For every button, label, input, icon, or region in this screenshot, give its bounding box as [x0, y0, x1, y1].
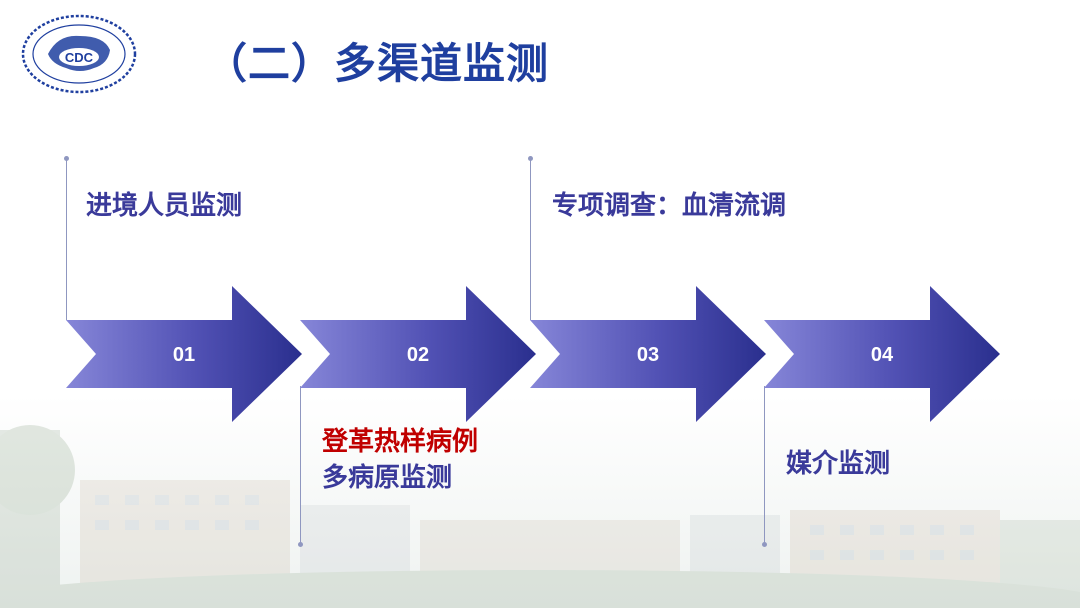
logo-text: CDC: [65, 50, 94, 65]
slide-title: （二）多渠道监测: [205, 39, 550, 88]
step-number-04: 04: [870, 344, 894, 366]
connector-dot-02: [298, 542, 303, 547]
step-arrow-01: [66, 286, 302, 422]
connector-dot-01: [64, 156, 69, 161]
step-arrow-03: [530, 286, 766, 422]
step-label-02-highlight: 登革热样病例: [322, 427, 479, 457]
step-label-02-second: 多病原监测: [322, 463, 453, 493]
step-arrow-02: [300, 286, 536, 422]
connector-dot-03: [528, 156, 533, 161]
step-number-02: 02: [406, 344, 430, 366]
step-label-01: 进境人员监测: [86, 191, 243, 221]
step-label-04: 媒介监测: [786, 449, 891, 479]
step-number-03: 03: [636, 344, 660, 366]
connector-line-01: [66, 158, 67, 320]
connector-line-02: [300, 386, 301, 546]
step-label-03: 专项调查：血清流调: [552, 191, 787, 221]
step-arrow-04: [764, 286, 1000, 422]
connector-line-04: [764, 386, 765, 546]
connector-dot-04: [762, 542, 767, 547]
china-cdc-logo: CDC: [21, 14, 137, 94]
connector-line-03: [530, 158, 531, 320]
step-number-01: 01: [172, 344, 196, 366]
